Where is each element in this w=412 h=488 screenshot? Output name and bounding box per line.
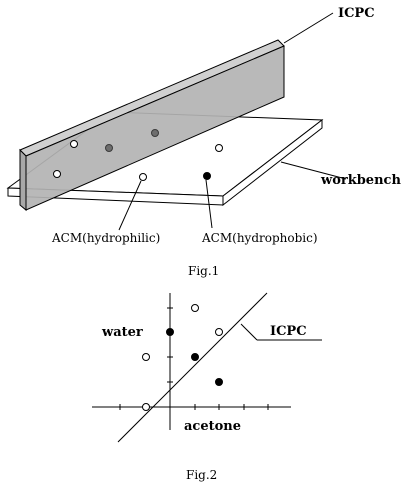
icpc-line bbox=[117, 292, 268, 443]
workbench-leader-line bbox=[280, 161, 347, 180]
icpc-leader-line-fig2 bbox=[240, 323, 258, 341]
workbench-label: workbench bbox=[320, 173, 401, 188]
particle-hollow-1 bbox=[70, 140, 78, 148]
point-solid-2 bbox=[191, 353, 199, 361]
icpc-leader-line bbox=[283, 12, 334, 44]
acm-hydrophilic-label: ACM(hydrophilic) bbox=[51, 231, 160, 245]
particle-gray-1 bbox=[105, 144, 113, 152]
hydrophobic-leader-line bbox=[205, 179, 213, 229]
fig1-diagram: ICPC workbench ACM(hydrophilic) ACM(hydr… bbox=[6, 6, 401, 278]
point-solid-3 bbox=[215, 378, 223, 386]
point-hollow-4 bbox=[142, 403, 150, 411]
acm-hydrophobic-label: ACM(hydrophobic) bbox=[201, 231, 318, 245]
point-hollow-1 bbox=[191, 304, 199, 312]
icpc-label-fig2: ICPC bbox=[270, 324, 307, 339]
point-hollow-2 bbox=[215, 328, 223, 336]
particle-hollow-2 bbox=[53, 170, 61, 178]
acetone-axis-label: acetone bbox=[184, 419, 241, 434]
icpc-plate bbox=[19, 39, 285, 212]
point-solid-1 bbox=[166, 328, 174, 336]
water-axis-label: water bbox=[101, 325, 143, 340]
fig1-caption: Fig.1 bbox=[188, 264, 219, 278]
point-hollow-3 bbox=[142, 353, 150, 361]
particle-solid-1 bbox=[203, 172, 211, 180]
particle-hollow-4 bbox=[139, 173, 147, 181]
icpc-label: ICPC bbox=[338, 6, 375, 21]
hydrophilic-leader-line bbox=[118, 180, 142, 231]
particle-hollow-3 bbox=[215, 144, 223, 152]
particle-gray-2 bbox=[151, 129, 159, 137]
fig2-caption: Fig.2 bbox=[186, 468, 217, 482]
fig2-diagram: water acetone ICPC Fig.2 bbox=[92, 292, 322, 482]
